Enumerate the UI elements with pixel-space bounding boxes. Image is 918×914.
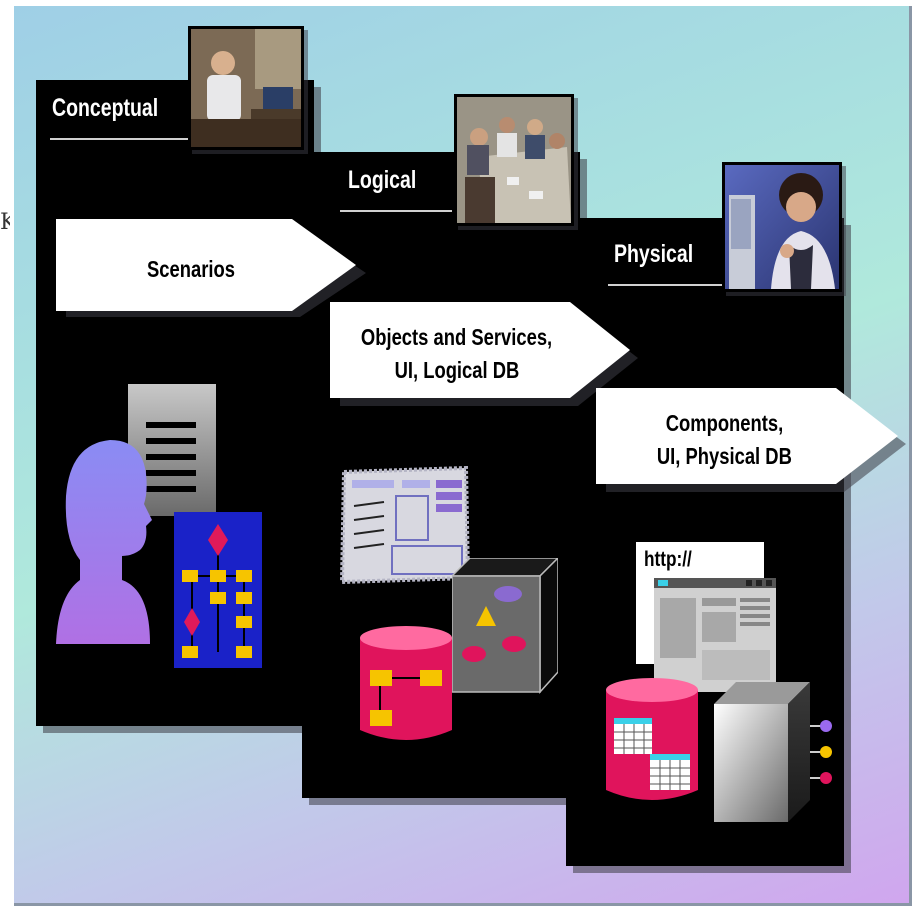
object-cube-shape: [450, 556, 560, 694]
object-cube-icon: [450, 556, 560, 694]
physical-title-underline: [608, 284, 728, 286]
cropped-glyph: K: [0, 210, 10, 235]
flowchart-icon: [174, 512, 262, 668]
components-arrow: Components, UI, Physical DB: [596, 388, 906, 492]
person-silhouette-icon: [56, 440, 152, 644]
objects-services-label-line1: Objects and Services,: [361, 324, 553, 350]
team-meeting-photo: [457, 97, 571, 223]
photo-woman-at-monitor: [722, 162, 842, 292]
logical-database-shape: [360, 626, 452, 740]
objects-services-arrow: Objects and Services, UI, Logical DB: [330, 302, 638, 406]
components-label-line2: UI, Physical DB: [656, 443, 792, 469]
physical-database-shape: [606, 678, 698, 800]
scenarios-label: Scenarios: [147, 255, 235, 282]
logical-title: Logical: [348, 166, 417, 194]
person-at-computer-photo: [191, 29, 301, 147]
scenarios-arrow-shape: [56, 219, 366, 317]
browser-window-shape: [636, 542, 776, 692]
physical-database-icon: [606, 678, 698, 804]
components-arrow-shape: [596, 388, 906, 492]
scenarios-arrow: Scenarios: [56, 219, 366, 319]
logical-database-icon: [360, 626, 452, 744]
form-layout-shape: [339, 465, 471, 585]
conceptual-title-underline: [50, 138, 200, 140]
logical-title-underline: [340, 210, 452, 212]
component-cube-icon: [714, 682, 834, 826]
browser-window-icon: http://: [636, 542, 776, 692]
conceptual-title: Conceptual: [52, 94, 159, 122]
component-cube-shape: [714, 682, 832, 822]
flowchart-shape: [174, 512, 262, 668]
photo-team-meeting: [454, 94, 574, 226]
woman-at-monitor-photo: [725, 165, 839, 289]
form-layout-icon: [339, 465, 471, 585]
photo-person-at-computer: [188, 26, 304, 150]
diagram-frame: Conceptual Logical Physical: [14, 6, 912, 906]
components-label-line1: Components,: [665, 410, 783, 436]
physical-title: Physical: [614, 240, 694, 268]
objects-services-arrow-shape: [330, 302, 638, 406]
person-silhouette-shape: [56, 440, 152, 644]
browser-address-text: http://: [644, 548, 692, 571]
objects-services-label-line2: UI, Logical DB: [394, 357, 520, 383]
